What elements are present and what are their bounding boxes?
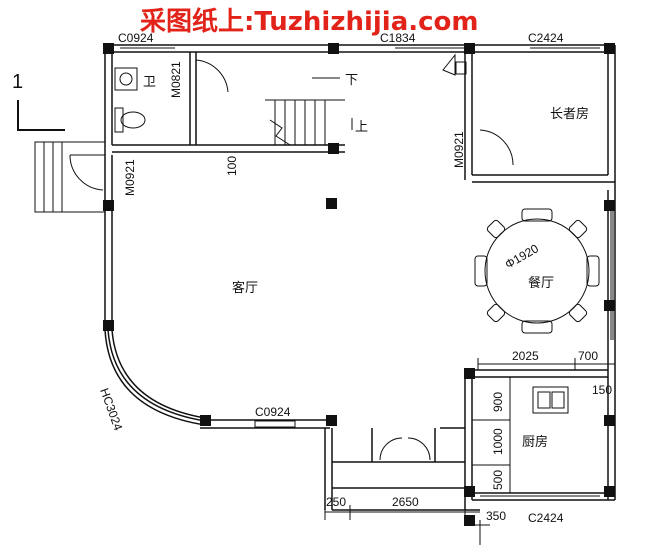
bay-window	[104, 329, 206, 426]
entry-steps	[34, 141, 106, 213]
label-window-c2424-top: C2424	[528, 31, 564, 45]
walls	[104, 44, 616, 511]
dim-500: 500	[491, 470, 505, 490]
label-door-m0821: M0821	[169, 61, 183, 98]
label-door-m0921-right: M0921	[452, 131, 466, 168]
label-door-m0921-left: M0921	[123, 159, 137, 196]
label-elder-room: 长者房	[550, 106, 589, 122]
staircase	[265, 77, 353, 146]
dim-700: 700	[578, 349, 598, 363]
mid-window	[254, 420, 296, 428]
elder-room-door	[471, 129, 514, 166]
dim-150: 150	[592, 383, 612, 397]
label-window-c1834: C1834	[380, 31, 416, 45]
dim-250: 250	[326, 495, 346, 509]
label-stairs-down: 下	[345, 73, 358, 88]
dining-table	[474, 208, 600, 334]
dim-350: 350	[486, 509, 506, 523]
kitchen-counters	[472, 377, 569, 493]
label-window-c0924-top: C0924	[118, 31, 154, 45]
dim-900: 900	[491, 392, 505, 412]
label-window-c0924-mid: C0924	[255, 405, 291, 419]
bath-fixtures	[114, 67, 146, 133]
label-bathroom: 卫	[143, 75, 156, 90]
label-living-room: 客厅	[232, 280, 258, 296]
bath-door	[195, 59, 229, 95]
watermark-text: 采图纸上:Tuzhizhijia.com	[140, 6, 479, 37]
dim-2650: 2650	[392, 495, 419, 509]
label-window-hc3024: HC3024	[97, 386, 125, 432]
label-window-c2424-bottom: C2424	[528, 511, 564, 525]
dim-100: 100	[225, 156, 239, 176]
section-marker: 1	[12, 71, 65, 131]
table-diameter: Φ1920	[503, 241, 542, 271]
section-marker-number: 1	[12, 71, 23, 93]
dimension-lines	[324, 358, 615, 545]
right-window	[610, 210, 614, 340]
label-stairs-up: 上	[355, 120, 368, 135]
side-door	[69, 154, 105, 191]
columns	[103, 43, 615, 526]
label-kitchen: 厨房	[522, 434, 548, 450]
dim-2025: 2025	[512, 349, 539, 363]
flue-symbol	[442, 53, 467, 76]
main-door	[379, 437, 431, 461]
dim-1000: 1000	[491, 428, 505, 455]
label-dining-room: 餐厅	[528, 275, 554, 291]
